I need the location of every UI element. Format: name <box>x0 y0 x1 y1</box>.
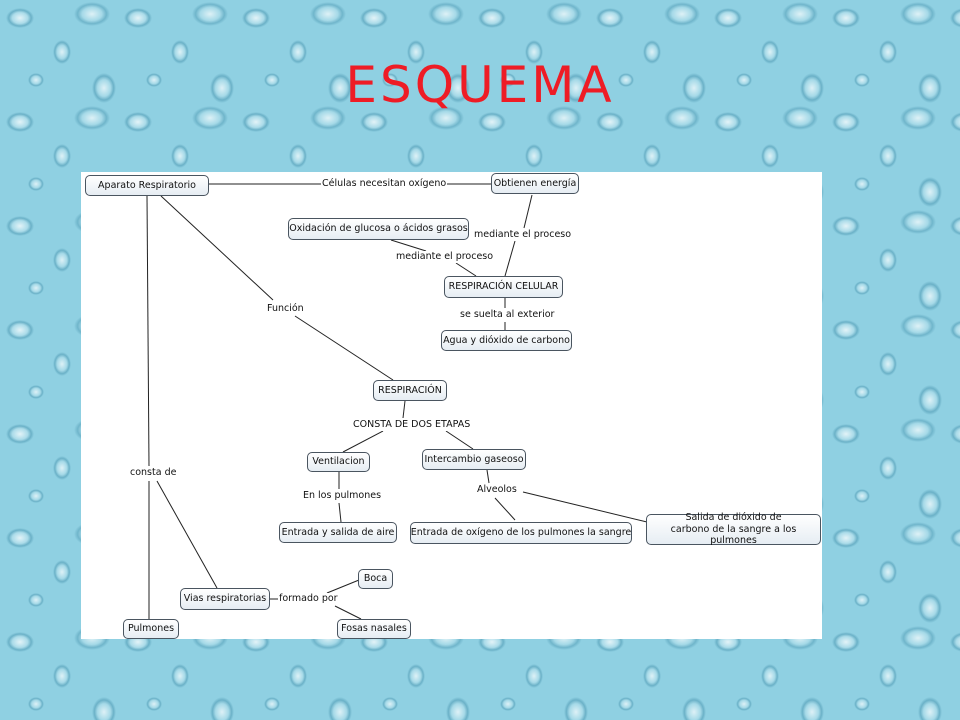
node-respiracion: RESPIRACIÓN <box>373 380 447 401</box>
node-vias-respiratorias: Vias respiratorias <box>180 588 270 610</box>
link-consta-dos-etapas: CONSTA DE DOS ETAPAS <box>352 419 472 431</box>
link-se-suelta-exterior: se suelta al exterior <box>459 309 556 321</box>
node-salida-dioxido: Salida de dióxido de carbono de la sangr… <box>646 512 821 546</box>
node-obtienen-energia: Obtienen energía <box>491 173 579 194</box>
node-oxidacion-glucosa: Oxidación de glucosa o ácidos grasos <box>288 218 469 240</box>
node-intercambio-gaseoso: Intercambio gaseoso <box>422 449 526 470</box>
link-funcion: Función <box>266 303 305 315</box>
node-boca: Boca <box>358 569 393 589</box>
link-celulas-oxigeno: Células necesitan oxígeno <box>321 178 448 190</box>
link-en-los-pulmones: En los pulmones <box>302 490 383 502</box>
connector-lines <box>146 183 648 620</box>
node-pulmones: Pulmones <box>123 619 179 639</box>
link-consta-de: consta de <box>129 467 178 479</box>
node-fosas-nasales: Fosas nasales <box>337 619 411 639</box>
link-mediante-proceso-2: mediante el proceso <box>395 251 495 263</box>
node-respiracion-celular: RESPIRACIÓN CELULAR <box>444 276 563 298</box>
node-ventilacion: Ventilacion <box>307 452 370 472</box>
concept-map: Aparato Respiratorio Obtienen energía Ox… <box>81 172 822 639</box>
link-formado-por: formado por <box>278 593 339 605</box>
node-entrada-oxigeno: Entrada de oxígeno de los pulmones la sa… <box>410 522 632 544</box>
link-alveolos: Alveolos <box>476 484 518 496</box>
node-agua-dioxido: Agua y dióxido de carbono <box>441 330 572 351</box>
node-aparato-respiratorio: Aparato Respiratorio <box>85 175 209 196</box>
node-entrada-salida-aire: Entrada y salida de aire <box>279 522 397 543</box>
page-title: ESQUEMA <box>345 56 615 114</box>
link-mediante-proceso-1: mediante el proceso <box>473 229 573 241</box>
